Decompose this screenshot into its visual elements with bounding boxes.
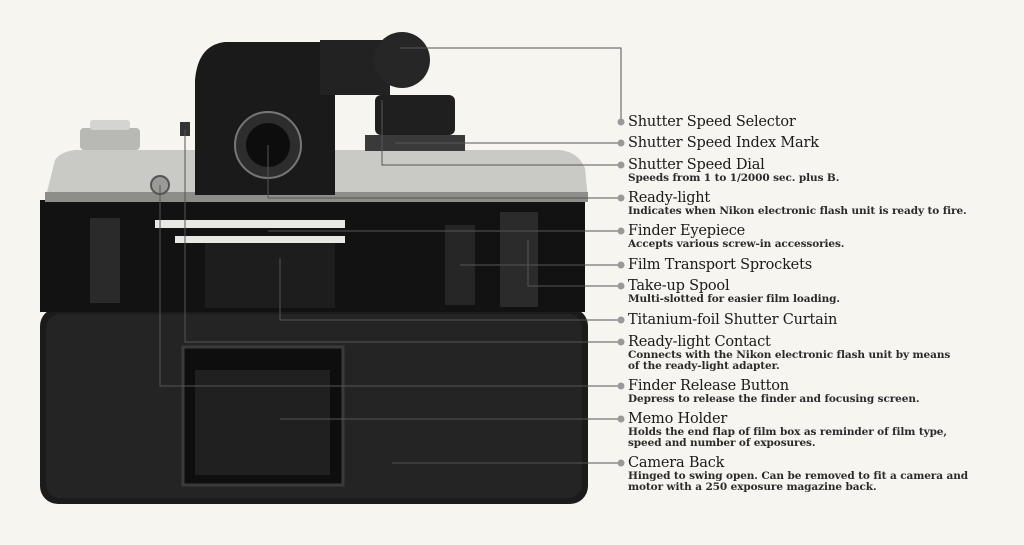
callout-title: Finder Eyepiece [628, 223, 746, 239]
shutter-speed-dial [375, 95, 455, 135]
callout-memo-holder: Memo Holder Holds the end flap of film b… [628, 411, 947, 449]
callout-title: Titanium-foil Shutter Curtain [628, 312, 838, 328]
shutter-speed-selector [374, 32, 430, 88]
callout-desc: Depress to release the finder and focusi… [628, 393, 920, 405]
callout-title: Shutter Speed Index Mark [628, 135, 819, 151]
leader-dots [617, 118, 625, 467]
callout-desc: Indicates when Nikon electronic flash un… [628, 205, 967, 217]
callout-shutter-speed-selector: Shutter Speed Selector [628, 114, 796, 130]
callout-title: Ready-light [628, 190, 711, 206]
callout-ready-light: Ready-light Indicates when Nikon electro… [628, 190, 967, 217]
callout-shutter-curtain: Titanium-foil Shutter Curtain [628, 312, 837, 328]
callout-title: Take-up Spool [628, 278, 730, 294]
callout-finder-eyepiece: Finder Eyepiece Accepts various screw-in… [628, 223, 844, 250]
callout-desc: Speeds from 1 to 1/2000 sec. plus B. [628, 172, 840, 184]
callout-title: Finder Release Button [628, 378, 789, 394]
callout-shutter-speed-dial: Shutter Speed Dial Speeds from 1 to 1/20… [628, 157, 839, 184]
callout-camera-back: Camera Back Hinged to swing open. Can be… [628, 455, 968, 493]
callout-finder-release-button: Finder Release Button Depress to release… [628, 378, 920, 405]
callout-title: Ready-light Contact [628, 334, 771, 350]
callout-desc: Hinged to swing open. Can be removed to … [628, 470, 968, 493]
callout-title: Film Transport Sprockets [628, 257, 812, 273]
callout-title: Camera Back [628, 455, 725, 471]
callout-take-up-spool: Take-up Spool Multi-slotted for easier f… [628, 278, 840, 305]
callout-shutter-speed-index-mark: Shutter Speed Index Mark [628, 135, 819, 151]
callout-title: Memo Holder [628, 411, 728, 427]
callout-film-transport-sprockets: Film Transport Sprockets [628, 257, 812, 273]
leader-lines [159, 47, 622, 464]
callout-title: Shutter Speed Dial [628, 157, 765, 173]
callout-desc: Multi-slotted for easier film loading. [628, 293, 840, 305]
callout-desc: Accepts various screw-in accessories. [628, 238, 845, 250]
callout-desc: Connects with the Nikon electronic flash… [628, 349, 951, 372]
take-up-spool [500, 212, 538, 307]
shutter-curtain [205, 240, 335, 308]
callout-desc: Holds the end flap of film box as remind… [628, 426, 947, 449]
callout-title: Shutter Speed Selector [628, 114, 796, 130]
callout-ready-light-contact: Ready-light Contact Connects with the Ni… [628, 334, 950, 372]
